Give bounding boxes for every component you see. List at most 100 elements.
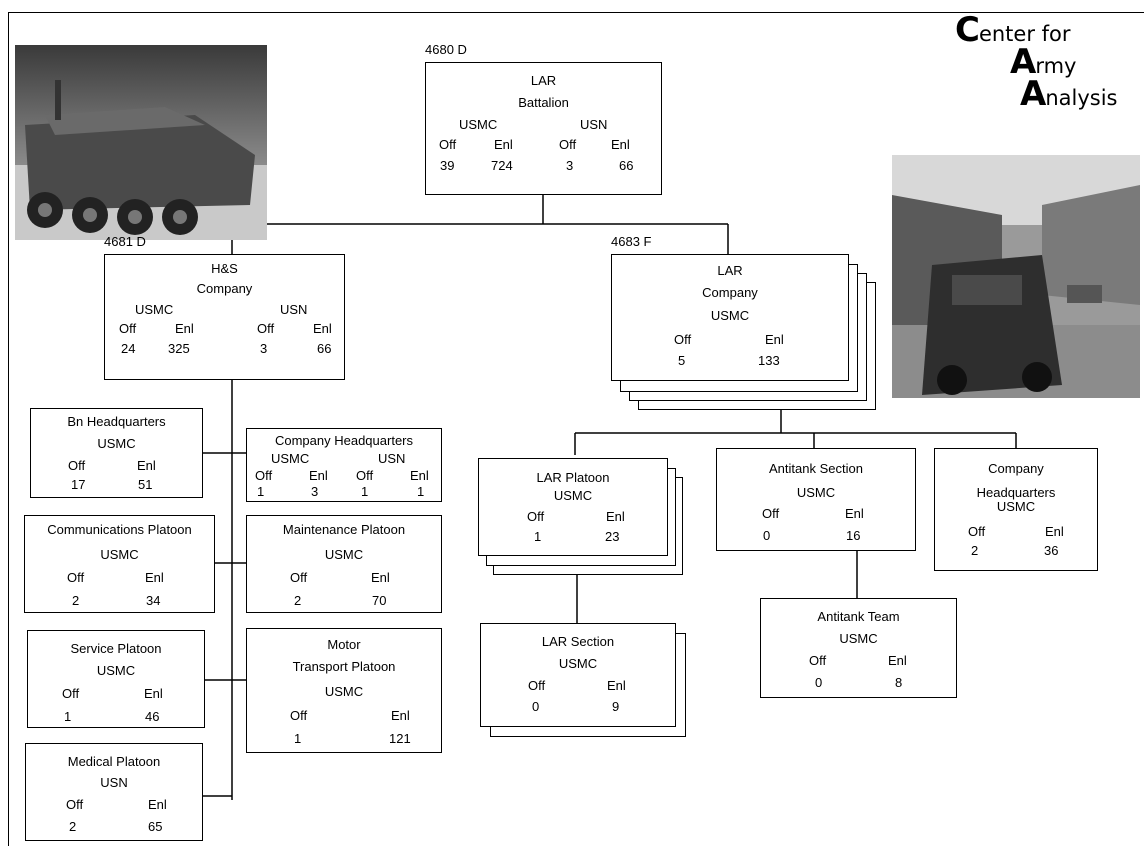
enl-header: Enl (845, 506, 864, 521)
lar-company-title: LAR (717, 263, 743, 278)
hs-usn-off: 3 (260, 341, 268, 356)
motor-platoon-off: 1 (294, 731, 302, 746)
company-headquarters-hs-box: Company Headquarters USMC USN Off Enl Of… (246, 428, 442, 502)
lar-section-title: LAR Section (541, 634, 615, 649)
service-platoon-off: 1 (64, 709, 72, 724)
enl-header: Enl (410, 468, 429, 483)
service-platoon-enl: 46 (145, 709, 160, 724)
medical-platoon-title: Medical Platoon (67, 754, 161, 769)
caa-logo-line3: Analysis (1020, 74, 1118, 114)
off-header: Off (528, 678, 546, 693)
off-header: Off (62, 686, 80, 701)
bn-hq-title: Bn Headquarters (67, 414, 166, 429)
company-hq-usmc-off: 1 (257, 484, 265, 499)
comm-platoon-title: Communications Platoon (47, 522, 192, 537)
antitank-section-box: Antitank Section USMC Off Enl 0 16 (716, 448, 916, 551)
bn-hq-off: 17 (71, 477, 86, 492)
lar-company-org: USMC (710, 308, 750, 323)
comm-platoon-org: USMC (100, 547, 139, 562)
lar-section-enl: 9 (612, 699, 620, 714)
enl-header: Enl (144, 686, 163, 701)
antitank-section-org: USMC (796, 485, 836, 500)
lar-platoon-title: LAR Platoon (536, 470, 610, 485)
off-header: Off (66, 797, 84, 812)
company-hq-lar-org: USMC (996, 499, 1036, 514)
company-hq-lar-subtitle: Headquarters (976, 485, 1056, 500)
enl-header: Enl (607, 678, 626, 693)
enl-header: Enl (765, 332, 784, 347)
battalion-usn-label: USN (580, 117, 608, 132)
antitank-team-off: 0 (815, 675, 823, 690)
lar-platoon-off: 1 (534, 529, 542, 544)
lav-vehicle-photo (15, 45, 267, 240)
enl-header: Enl (371, 570, 390, 585)
enl-header: Enl (888, 653, 907, 668)
hs-usn-enl: 66 (317, 341, 332, 356)
lar-company-enl: 133 (758, 353, 780, 368)
hs-company-subtitle: Company (196, 281, 253, 296)
lar-company-box: LAR Company USMC Off Enl 5 133 (611, 254, 849, 381)
enl-header: Enl (148, 797, 167, 812)
service-platoon-title: Service Platoon (70, 641, 162, 656)
enl-header: Enl (145, 570, 164, 585)
medical-platoon-org: USN (100, 775, 128, 790)
off-header: Off (68, 458, 86, 473)
battalion-usmc-enl: 724 (491, 158, 513, 173)
enl-header: Enl (309, 468, 328, 483)
comm-platoon-enl: 34 (146, 593, 161, 608)
enl-header: Enl (137, 458, 156, 473)
enl-header: Enl (313, 321, 332, 336)
off-header: Off (290, 570, 308, 585)
off-header: Off (119, 321, 137, 336)
enl-header: Enl (606, 509, 625, 524)
caa-logo-line2: Army (1010, 42, 1077, 82)
maintenance-platoon-box: Maintenance Platoon USMC Off Enl 2 70 (246, 515, 442, 613)
enl-header: Enl (611, 137, 630, 152)
off-header: Off (809, 653, 827, 668)
off-header: Off (674, 332, 692, 347)
maint-platoon-off: 2 (294, 593, 302, 608)
off-header: Off (968, 524, 986, 539)
off-header: Off (67, 570, 85, 585)
enl-header: Enl (175, 321, 194, 336)
antitank-team-enl: 8 (895, 675, 903, 690)
off-header: Off (356, 468, 374, 483)
medical-platoon-box: Medical Platoon USN Off Enl 2 65 (25, 743, 203, 841)
company-hq-lar-enl: 36 (1044, 543, 1059, 558)
company-hq-usmc-enl: 3 (311, 484, 319, 499)
company-hq-usn-label: USN (378, 451, 406, 466)
battalion-title: LAR (530, 73, 557, 88)
bn-hq-org: USMC (97, 436, 136, 451)
battalion-usn-off: 3 (566, 158, 574, 173)
motor-platoon-org: USMC (324, 684, 364, 699)
lar-platoon-box: LAR Platoon USMC Off Enl 1 23 (478, 458, 668, 556)
hs-company-box: H&S Company USMC USN Off Enl Off Enl 24 … (104, 254, 345, 380)
battalion-usn-enl: 66 (619, 158, 634, 173)
company-hq-lar-off: 2 (971, 543, 979, 558)
battalion-subtitle: Battalion (518, 95, 569, 110)
off-header: Off (439, 137, 457, 152)
company-hq-title: Company Headquarters (274, 433, 414, 448)
antitank-team-box: Antitank Team USMC Off Enl 0 8 (760, 598, 957, 698)
hs-company-title: H&S (211, 261, 238, 276)
company-hq-lar-title: Company (988, 461, 1044, 476)
medical-platoon-off: 2 (69, 819, 77, 834)
chart-frame (8, 12, 1144, 846)
off-header: Off (527, 509, 545, 524)
off-header: Off (762, 506, 780, 521)
bn-hq-enl: 51 (138, 477, 153, 492)
motor-platoon-title: Motor (327, 637, 361, 652)
service-platoon-box: Service Platoon USMC Off Enl 1 46 (27, 630, 205, 728)
company-headquarters-lar-box: Company Headquarters USMC Off Enl 2 36 (934, 448, 1098, 571)
off-header: Off (255, 468, 273, 483)
battalion-code: 4680 D (425, 42, 467, 57)
hs-usn-label: USN (280, 302, 308, 317)
hs-usmc-enl: 325 (168, 341, 190, 356)
antitank-section-title: Antitank Section (769, 461, 863, 476)
communications-platoon-box: Communications Platoon USMC Off Enl 2 34 (24, 515, 215, 613)
battalion-usmc-label: USMC (459, 117, 498, 132)
motor-platoon-subtitle: Transport Platoon (292, 659, 396, 674)
bn-headquarters-box: Bn Headquarters USMC Off Enl 17 51 (30, 408, 203, 498)
motor-transport-platoon-box: Motor Transport Platoon USMC Off Enl 1 1… (246, 628, 442, 753)
